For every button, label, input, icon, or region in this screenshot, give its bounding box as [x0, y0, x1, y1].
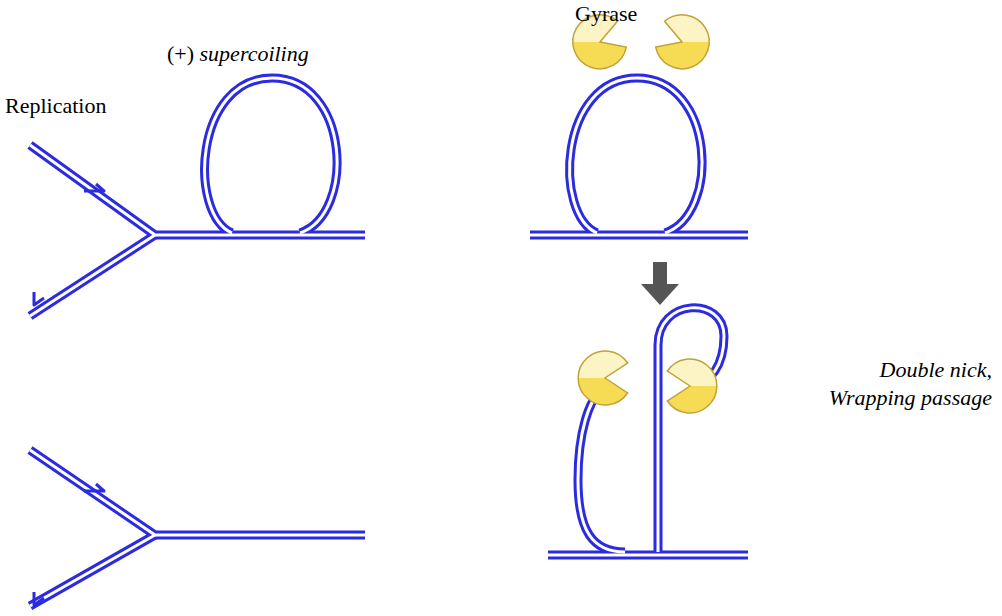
primer-tick	[34, 184, 104, 605]
dna-strand-gap	[30, 78, 748, 606]
step-arrow	[641, 262, 679, 305]
process-label: Replication	[5, 92, 106, 120]
mechanism-note: Double nick, Wrapping passage	[810, 356, 992, 411]
supercoil-label: (+) supercoiling	[167, 40, 309, 68]
enzyme-label: Gyrase	[575, 0, 637, 28]
gyrase-enzyme	[573, 15, 717, 413]
dna-double-strand	[30, 78, 748, 606]
